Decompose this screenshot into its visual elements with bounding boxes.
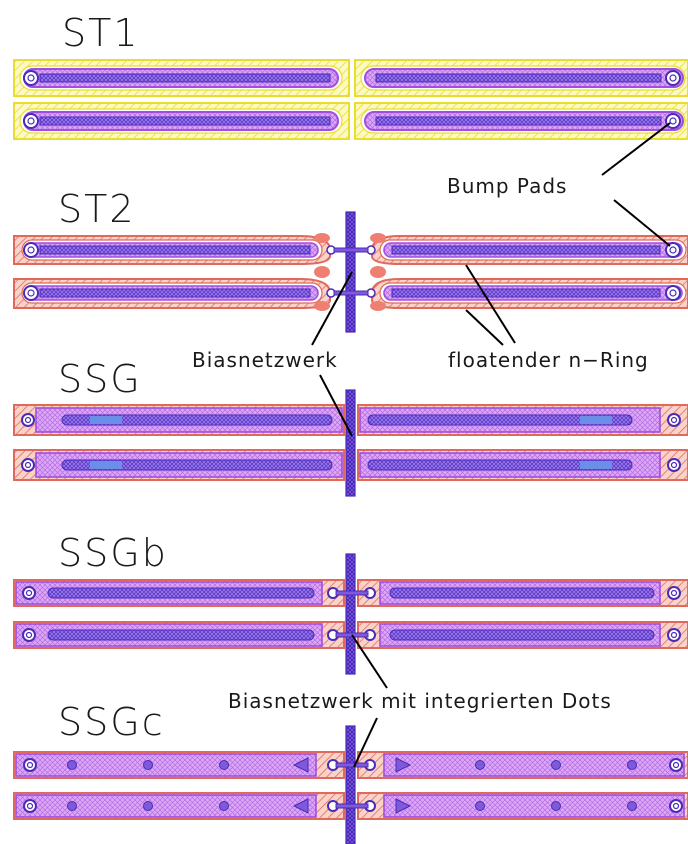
section-title-ssg: SSG — [58, 357, 142, 401]
label-biasnetzwerk-dots: Biasnetzwerk mit integrierten Dots — [228, 689, 612, 713]
bump-pad-icon — [669, 758, 683, 772]
bump-pad-icon — [22, 586, 36, 600]
st1-strip — [354, 59, 688, 97]
ssg-group — [13, 389, 688, 497]
label-bump-pads: Bump Pads — [447, 174, 567, 198]
st2-strip — [371, 278, 688, 309]
ssg-strip — [13, 449, 345, 481]
st2-strip — [13, 235, 331, 265]
section-title-ssgc: SSGc — [58, 700, 165, 744]
bump-pad-icon — [665, 285, 681, 301]
bump-pad-icon — [23, 242, 39, 258]
ssgb-strip — [13, 579, 345, 607]
ssgb-strip — [13, 621, 345, 649]
bump-pad-icon — [22, 628, 36, 642]
ssg-bias-rail — [345, 389, 356, 497]
st2-strip — [371, 235, 688, 265]
leader-line — [319, 374, 353, 437]
bump-pad-icon — [667, 628, 681, 642]
bump-pad-icon — [667, 458, 681, 472]
ssgb-bias-rail — [335, 553, 369, 675]
bump-pad-icon — [21, 413, 35, 427]
ssgc-group — [13, 725, 688, 844]
ssg-strip — [357, 404, 688, 436]
bump-pad-icon — [23, 758, 37, 772]
label-floatender-ring: floatender n−Ring — [448, 348, 649, 372]
ssg-strip — [357, 449, 688, 481]
leader-line — [465, 264, 516, 344]
bump-pad-icon — [23, 113, 39, 129]
ssgc-strip — [13, 751, 345, 779]
leader-line — [311, 271, 353, 346]
st2-bias-rail — [333, 211, 369, 333]
bump-pad-icon — [665, 113, 681, 129]
ssgb-strip — [357, 579, 688, 607]
ssgc-strip — [357, 792, 688, 820]
st1-strip — [354, 102, 688, 140]
st2-strip — [13, 278, 331, 309]
leader-line — [351, 634, 388, 689]
leader-line — [465, 309, 504, 346]
label-biasnetzwerk: Biasnetzwerk — [192, 348, 338, 372]
bump-pad-icon — [23, 285, 39, 301]
ssgc-strip — [13, 792, 345, 820]
bump-pad-icon — [667, 413, 681, 427]
st1-group — [13, 59, 688, 140]
bump-pad-icon — [23, 70, 39, 86]
ssgb-group — [13, 553, 688, 675]
bump-pad-icon — [23, 799, 37, 813]
ssgc-strip — [357, 751, 688, 779]
bump-pad-icon — [665, 70, 681, 86]
ssg-strip — [13, 404, 345, 436]
annotations: Bump Pads Biasnetzwerk floatender n−Ring… — [192, 122, 671, 768]
bump-pad-icon — [21, 458, 35, 472]
st2-group — [13, 211, 688, 333]
st1-strip — [13, 59, 350, 97]
leader-line — [613, 199, 671, 247]
section-title-st1: ST1 — [62, 11, 140, 55]
st1-strip — [13, 102, 350, 140]
section-title-st2: ST2 — [58, 187, 136, 231]
ssgc-bias-rail — [335, 725, 369, 844]
section-title-ssgb: SSGb — [58, 531, 168, 575]
bump-pad-icon — [667, 586, 681, 600]
leader-line — [601, 122, 671, 176]
bump-pad-icon — [669, 799, 683, 813]
leader-line — [353, 717, 378, 768]
ssgb-strip — [357, 621, 688, 649]
